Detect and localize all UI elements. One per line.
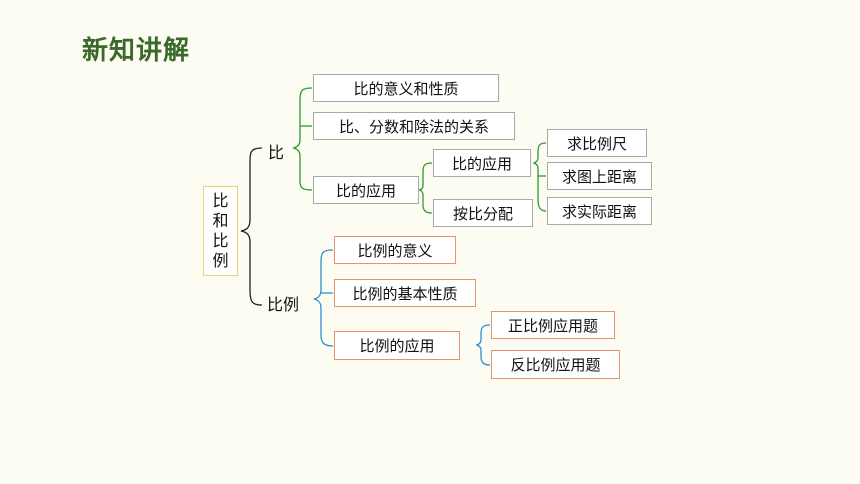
node-scale: 求比例尺 xyxy=(547,129,647,157)
root-char: 比 xyxy=(212,191,229,210)
bi-app-children-brace xyxy=(532,142,547,212)
node-bili-property: 比例的基本性质 xyxy=(334,279,476,307)
node-bili-application: 比例的应用 xyxy=(334,331,460,360)
page-title: 新知讲解 xyxy=(82,36,191,66)
root-char: 和 xyxy=(212,211,229,230)
node-inverse-proportion: 反比例应用题 xyxy=(491,350,620,379)
bi-app-brace xyxy=(418,162,433,214)
bi-brace xyxy=(291,87,313,191)
node-bi-relation: 比、分数和除法的关系 xyxy=(313,112,515,140)
node-actual-distance: 求实际距离 xyxy=(547,197,652,225)
root-node-box: 比 和 比 例 xyxy=(203,186,238,276)
node-map-distance: 求图上距离 xyxy=(547,162,652,190)
bili-brace xyxy=(313,249,334,347)
node-direct-proportion: 正比例应用题 xyxy=(491,311,615,339)
branch-bili-label: 比例 xyxy=(267,291,300,315)
root-char: 比 xyxy=(212,231,229,250)
node-bi-meaning: 比的意义和性质 xyxy=(313,74,499,102)
node-bili-meaning: 比例的意义 xyxy=(334,236,456,264)
root-char: 例 xyxy=(212,251,229,270)
node-bi-application: 比的应用 xyxy=(313,176,419,204)
node-bi-app: 比的应用 xyxy=(433,149,531,177)
node-bi-distribute: 按比分配 xyxy=(433,199,533,227)
bili-app-brace xyxy=(475,324,491,366)
branch-bi-label: 比 xyxy=(268,139,285,163)
root-brace xyxy=(240,147,263,306)
